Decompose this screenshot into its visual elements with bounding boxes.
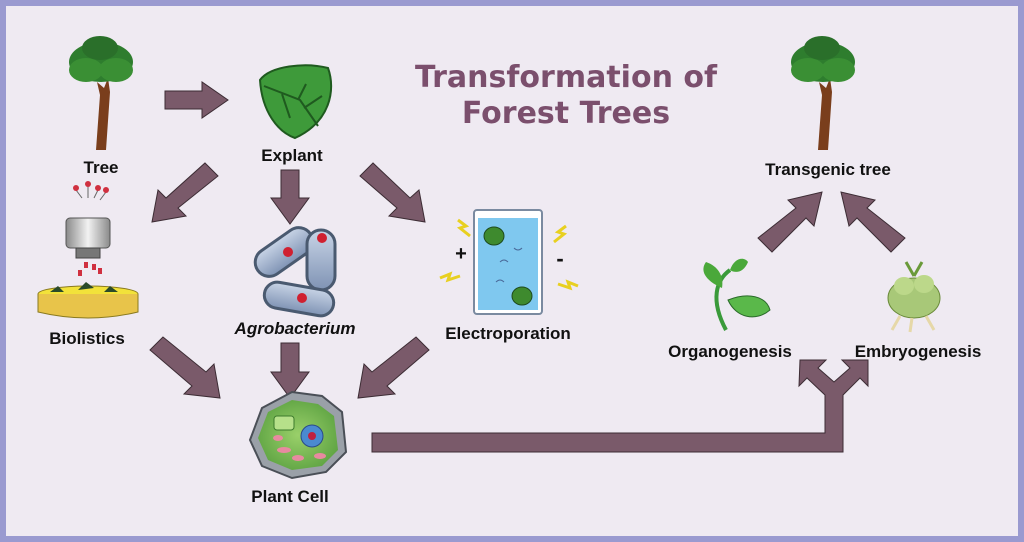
agrobacterium-icon [253,226,337,318]
title-line-1: Transformation of [414,60,718,95]
label-agrobacterium: Agrobacterium [234,319,356,338]
arrow-embryogenesis-to-transgenic [840,191,906,253]
label-tree: Tree [83,158,119,177]
leaf-icon [258,64,333,140]
transgenic-tree-icon [791,36,855,150]
label-transgenic-tree: Transgenic tree [765,160,891,179]
biolistics-gun-icon [37,181,139,319]
arrow-biolistics-to-cell [149,336,221,399]
plus-sign: + [455,243,467,265]
diagram-canvas: + - Transformation of Forest Trees Tree … [6,6,1018,536]
label-biolistics: Biolistics [49,329,125,348]
diagram-graphics: + - [37,36,941,480]
arrow-explant-to-biolistics [151,162,219,223]
minus-sign: - [556,246,563,271]
label-organogenesis: Organogenesis [668,342,792,361]
electroporation-cuvette-icon [439,209,579,315]
label-electroporation: Electroporation [445,324,571,343]
label-plant-cell: Plant Cell [251,487,329,506]
tree-icon [69,36,133,150]
arrow-explant-to-agrobacterium [270,169,310,225]
title-line-2: Forest Trees [461,96,671,131]
arrow-explant-to-electroporation [359,162,426,223]
arrow-agrobacterium-to-cell [270,342,310,399]
organogenesis-sprout-icon [703,258,771,331]
label-embryogenesis: Embryogenesis [854,342,982,361]
arrow-tree-to-explant [164,81,229,119]
plant-cell-icon [248,390,348,480]
arrow-organogenesis-to-transgenic [757,191,823,253]
arrow-electroporation-to-cell [357,336,430,399]
embryogenesis-embryo-icon [887,261,941,333]
diagram-title: Transformation of Forest Trees [415,60,717,132]
label-explant: Explant [261,146,323,165]
arrow-cell-to-regeneration [371,359,869,453]
